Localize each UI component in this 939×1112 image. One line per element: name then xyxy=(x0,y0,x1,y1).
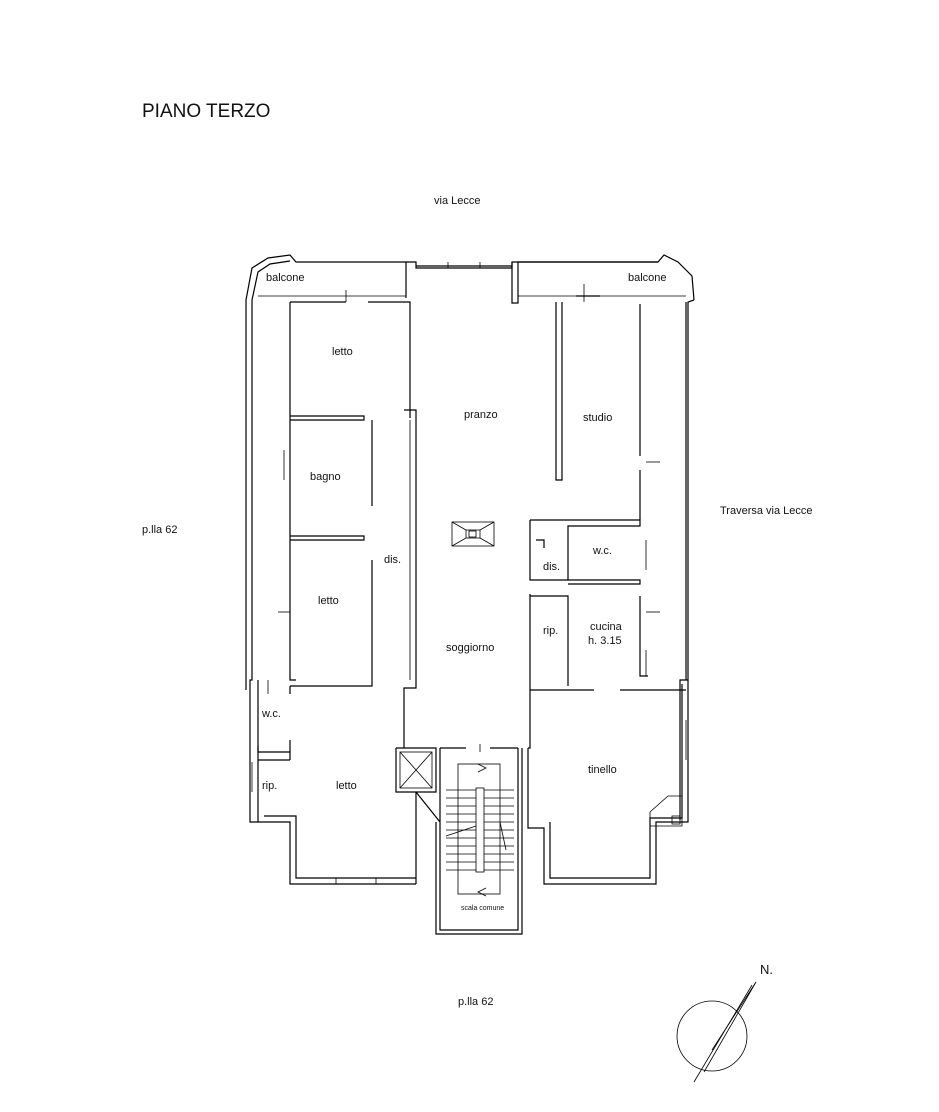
room-scala-comune: scala comune xyxy=(461,905,504,912)
room-bagno: bagno xyxy=(310,471,341,483)
room-cucina-height: h. 3.15 xyxy=(588,635,622,647)
room-letto-3: letto xyxy=(336,780,357,792)
room-letto-1: letto xyxy=(332,346,353,358)
staircase xyxy=(445,763,514,897)
openings xyxy=(251,284,687,792)
room-balcone-right: balcone xyxy=(628,272,667,284)
parcel-west-label: p.lla 62 xyxy=(142,524,177,536)
parcel-south-label: p.lla 62 xyxy=(458,996,493,1008)
room-studio: studio xyxy=(583,412,612,424)
north-arrow: N. xyxy=(676,962,773,1083)
street-north-label: via Lecce xyxy=(434,195,480,207)
room-rip-right: rip. xyxy=(543,625,558,637)
room-tinello: tinello xyxy=(588,764,617,776)
room-cucina: cucina xyxy=(590,621,623,633)
room-rip-left: rip. xyxy=(262,780,277,792)
room-letto-2: letto xyxy=(318,595,339,607)
lift-shaft xyxy=(399,751,433,789)
room-wc-left: w.c. xyxy=(261,708,281,720)
room-dis-right: dis. xyxy=(543,561,560,573)
plan-title: PIANO TERZO xyxy=(142,101,270,122)
street-east-label: Traversa via Lecce xyxy=(720,505,813,517)
room-pranzo: pranzo xyxy=(464,409,498,421)
flue-symbol xyxy=(649,795,683,827)
room-soggiorno: soggiorno xyxy=(446,642,494,654)
north-arrow-label: N. xyxy=(760,962,773,977)
room-dis-left: dis. xyxy=(384,554,401,566)
skylight-symbol xyxy=(451,521,495,547)
room-wc-right: w.c. xyxy=(592,545,612,557)
interior-walls xyxy=(257,295,686,884)
room-balcone-left: balcone xyxy=(266,272,305,284)
room-labels: balcone balcone letto pranzo studio bagn… xyxy=(261,272,667,912)
outer-walls xyxy=(245,254,695,935)
